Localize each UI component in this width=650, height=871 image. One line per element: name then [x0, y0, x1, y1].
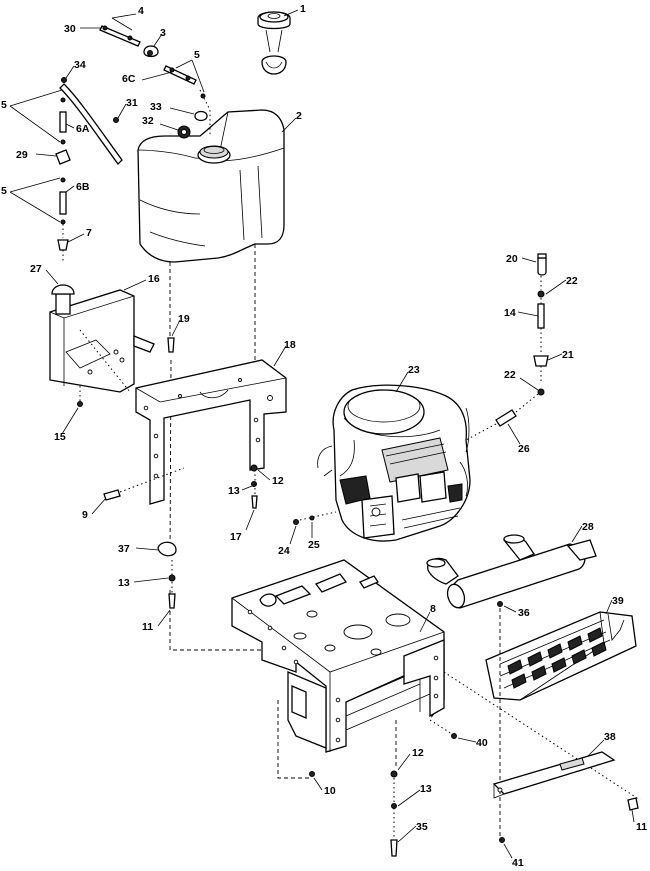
fuel-line-hardware — [9, 13, 211, 262]
callout-32: 32 — [142, 115, 154, 127]
housing-part — [49, 284, 155, 407]
callout-7: 7 — [86, 227, 92, 239]
callout-2: 2 — [296, 110, 302, 122]
callout-24: 24 — [278, 545, 290, 557]
fuel-pump-hardware — [465, 253, 549, 441]
callout-23: 23 — [408, 364, 420, 376]
callout-20: 20 — [506, 253, 518, 265]
callout-5-top: 5 — [194, 49, 200, 61]
callout-3: 3 — [160, 27, 166, 39]
callout-40: 40 — [476, 737, 488, 749]
callout-39: 39 — [612, 595, 624, 607]
fuel-tank-part — [137, 109, 285, 263]
callout-13-left: 13 — [118, 577, 130, 589]
heat-shield-part — [485, 611, 637, 701]
callout-25: 25 — [308, 539, 320, 551]
callout-37: 37 — [118, 543, 130, 555]
hardware-12-13-17 — [250, 464, 258, 509]
callout-27: 27 — [30, 263, 42, 275]
callout-12-top: 12 — [272, 475, 284, 487]
callout-13-bottom: 13 — [420, 783, 432, 795]
callout-31: 31 — [126, 97, 138, 109]
callout-35: 35 — [416, 821, 428, 833]
callout-12-bottom: 12 — [412, 747, 424, 759]
callout-10: 10 — [324, 785, 336, 797]
fuel-cap-part — [257, 11, 291, 75]
callout-13-bracket: 13 — [228, 485, 240, 497]
callout-14: 14 — [504, 307, 516, 319]
callout-29: 29 — [16, 149, 28, 161]
callout-17: 17 — [230, 531, 242, 543]
callout-6c: 6C — [122, 73, 136, 85]
callout-11-left: 11 — [142, 621, 153, 633]
engine-part — [317, 384, 471, 542]
callout-18: 18 — [284, 339, 296, 351]
callout-1: 1 — [300, 3, 306, 15]
callout-4: 4 — [138, 5, 144, 17]
hardware-37-13-11 — [157, 541, 177, 609]
callout-5-low: 5 — [1, 185, 7, 197]
callout-19: 19 — [178, 313, 190, 325]
callout-41: 41 — [512, 857, 524, 869]
bolt-9 — [103, 467, 185, 501]
callout-22-mid: 22 — [504, 369, 516, 381]
callout-26: 26 — [518, 443, 530, 455]
bracket-part — [135, 337, 287, 505]
hardware-24-25 — [293, 511, 337, 525]
callout-5-mid: 5 — [1, 99, 7, 111]
callout-34: 34 — [74, 59, 86, 71]
callout-9: 9 — [82, 509, 88, 521]
frame-lower-hardware — [277, 601, 639, 857]
callout-21: 21 — [562, 349, 574, 361]
callout-36: 36 — [518, 607, 530, 619]
callout-33: 33 — [150, 101, 162, 113]
callout-16: 16 — [148, 273, 160, 285]
muffler-part — [426, 534, 597, 609]
callout-15: 15 — [54, 431, 66, 443]
callout-38: 38 — [604, 731, 616, 743]
main-frame-part — [231, 559, 641, 801]
callout-22-top: 22 — [566, 275, 578, 287]
callout-11-right: 11 — [636, 821, 647, 833]
callout-30: 30 — [64, 23, 76, 35]
callout-labels: 1 2 3 4 5 5 5 6C 6A 6B 7 8 9 10 11 11 12… — [1, 3, 647, 869]
callout-6b: 6B — [76, 181, 90, 193]
callout-8: 8 — [430, 603, 436, 615]
callout-6a: 6A — [76, 123, 90, 135]
callout-28: 28 — [582, 521, 594, 533]
